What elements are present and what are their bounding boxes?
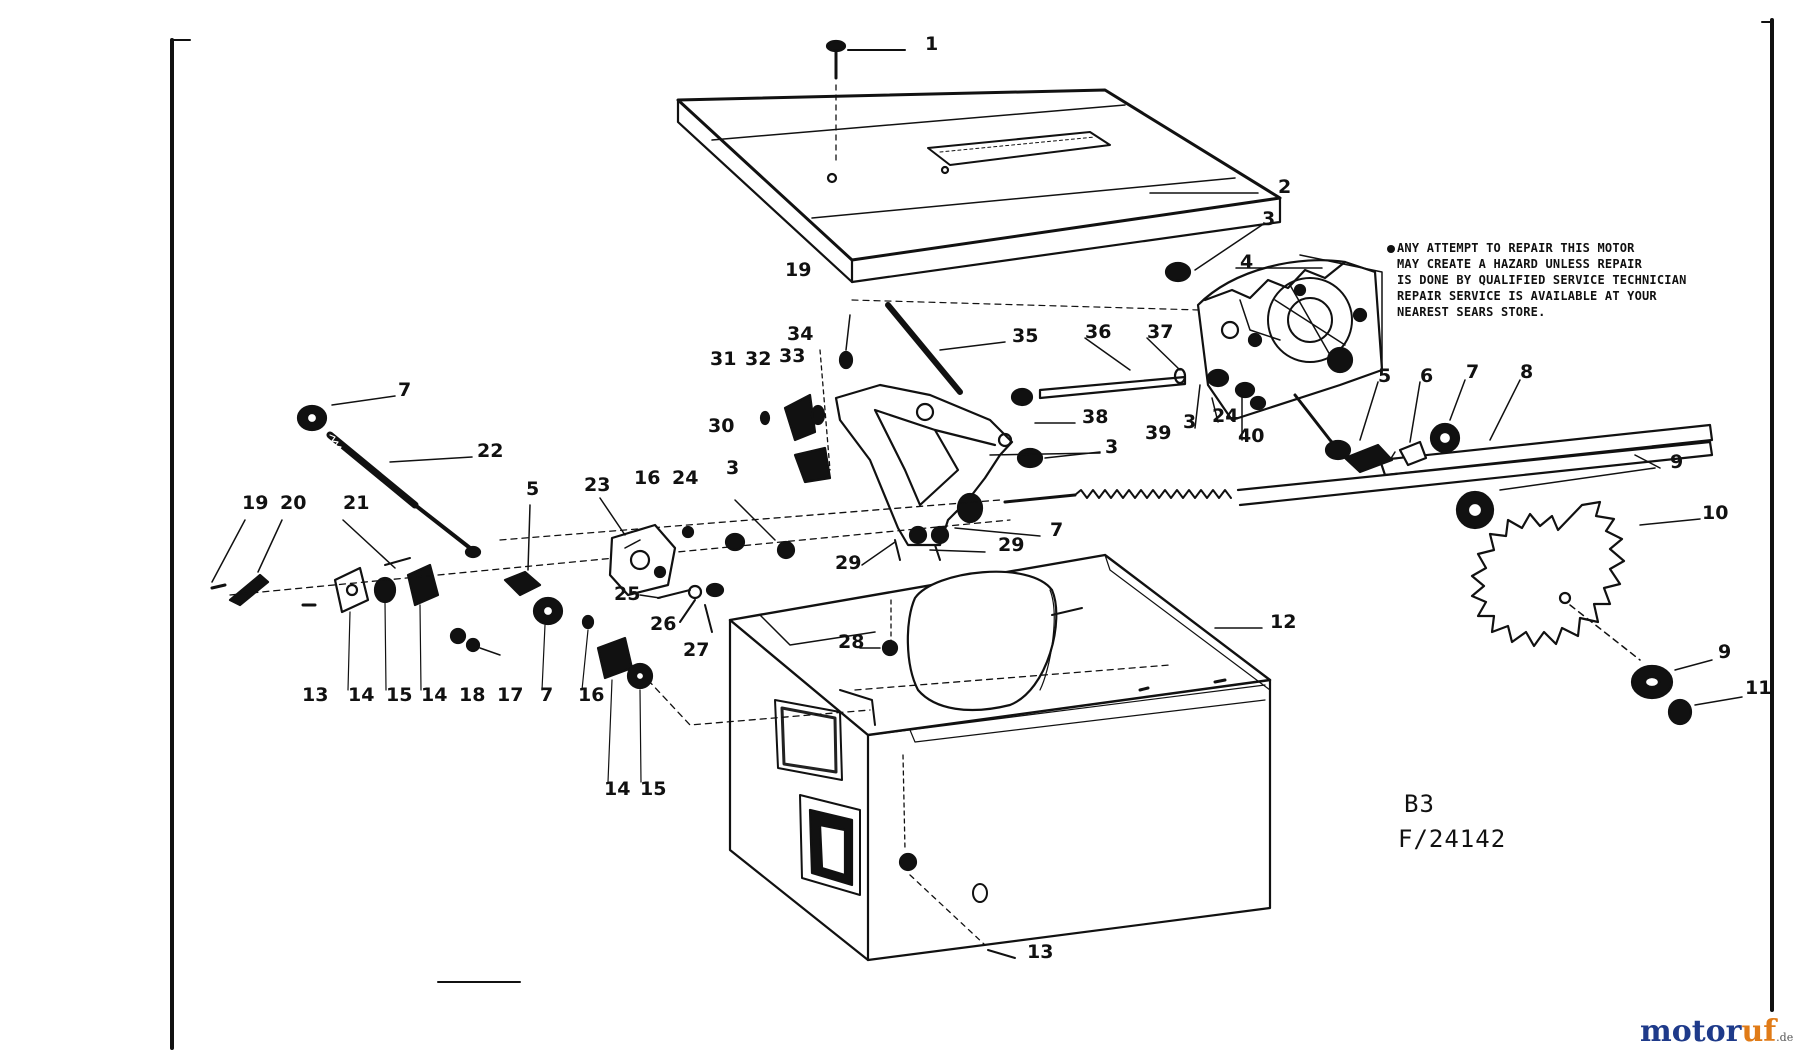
part-callout-39: 39 bbox=[1145, 422, 1171, 444]
part-callout-38: 38 bbox=[1082, 406, 1108, 428]
part-callout-29: 29 bbox=[998, 534, 1024, 556]
part-callout-8: 8 bbox=[1520, 361, 1533, 383]
part-callout-29: 29 bbox=[835, 552, 861, 574]
part-callout-33: 33 bbox=[779, 345, 805, 367]
part-callout-20: 20 bbox=[280, 492, 306, 514]
part-callout-35: 35 bbox=[1012, 325, 1038, 347]
part-callout-7: 7 bbox=[1466, 361, 1479, 383]
part-callout-7: 7 bbox=[540, 684, 553, 706]
part-callout-37: 37 bbox=[1147, 321, 1173, 343]
motor-repair-warning: Any attempt to repair this motor may cre… bbox=[1397, 240, 1757, 320]
part-callout-5: 5 bbox=[1378, 365, 1391, 387]
part-callout-16: 16 bbox=[634, 467, 660, 489]
saw-blade-part-10 bbox=[1470, 500, 1701, 661]
part-callout-2: 2 bbox=[1278, 176, 1291, 198]
part-callout-40: 40 bbox=[1238, 425, 1264, 447]
watermark-logo: motoruf.de bbox=[1640, 1014, 1793, 1049]
part-callout-1: 1 bbox=[925, 33, 938, 55]
part-callout-13: 13 bbox=[302, 684, 328, 706]
part-callout-3: 3 bbox=[1183, 411, 1196, 433]
watermark-main: motor bbox=[1640, 1014, 1742, 1049]
part-callout-14: 14 bbox=[421, 684, 447, 706]
part-callout-27: 27 bbox=[683, 639, 709, 661]
part-callout-19: 19 bbox=[785, 259, 811, 281]
part-callout-9: 9 bbox=[1718, 641, 1731, 663]
part-callout-14: 14 bbox=[604, 778, 630, 800]
motor-assembly bbox=[1196, 254, 1384, 462]
shaft-parts-36-38 bbox=[1010, 337, 1187, 424]
part-callout-6: 6 bbox=[1420, 365, 1433, 387]
figure-code: F/24142 bbox=[1398, 825, 1507, 853]
part-callout-34: 34 bbox=[787, 323, 813, 345]
threaded-rod-part-22 bbox=[326, 431, 482, 559]
part-callout-3: 3 bbox=[1105, 436, 1118, 458]
part-callout-15: 15 bbox=[640, 778, 666, 800]
watermark-accent: uf bbox=[1741, 1014, 1777, 1049]
part-callout-7: 7 bbox=[398, 379, 411, 401]
part-callout-25: 25 bbox=[614, 583, 640, 605]
warning-line: is done by qualified service technician bbox=[1397, 273, 1687, 287]
part-callout-30: 30 bbox=[708, 415, 734, 437]
part-callout-23: 23 bbox=[584, 474, 610, 496]
part-callout-3: 3 bbox=[1262, 208, 1275, 230]
part-callout-31: 31 bbox=[710, 348, 736, 370]
reference-code: B3 bbox=[1404, 790, 1435, 818]
part-callout-4: 4 bbox=[1240, 251, 1253, 273]
part-callout-36: 36 bbox=[1085, 321, 1111, 343]
warning-line: Any attempt to repair this motor bbox=[1397, 241, 1635, 255]
part-callout-28: 28 bbox=[838, 631, 864, 653]
part-callout-16: 16 bbox=[578, 684, 604, 706]
part-callout-11: 11 bbox=[1745, 677, 1771, 699]
part-callout-19: 19 bbox=[242, 492, 268, 514]
part-callout-21: 21 bbox=[343, 492, 369, 514]
bracket-part-23 bbox=[599, 497, 677, 597]
part-callout-17: 17 bbox=[497, 684, 523, 706]
part-callout-10: 10 bbox=[1702, 502, 1728, 524]
warning-line: repair service is available at your bbox=[1397, 289, 1657, 303]
part-callout-18: 18 bbox=[459, 684, 485, 706]
part-callout-22: 22 bbox=[477, 440, 503, 462]
part-callout-24: 24 bbox=[672, 467, 698, 489]
watermark-tld: .de bbox=[1776, 1031, 1794, 1044]
part-callout-3: 3 bbox=[726, 457, 739, 479]
part-callout-14: 14 bbox=[348, 684, 374, 706]
part-callout-5: 5 bbox=[526, 478, 539, 500]
part-callout-12: 12 bbox=[1270, 611, 1296, 633]
part-callout-13: 13 bbox=[1027, 941, 1053, 963]
warning-bullet-icon bbox=[1387, 245, 1395, 253]
warning-line: may create a hazard unless repair bbox=[1397, 257, 1643, 271]
warning-line: nearest Sears store. bbox=[1397, 305, 1546, 319]
part-callout-7: 7 bbox=[1050, 519, 1063, 541]
trunnion-bracket bbox=[834, 383, 1014, 561]
base-cabinet-part-12 bbox=[728, 553, 1272, 962]
part-callout-26: 26 bbox=[650, 613, 676, 635]
table-top bbox=[676, 88, 1282, 284]
screw-part-1 bbox=[825, 39, 906, 166]
part-callout-9: 9 bbox=[1670, 451, 1683, 473]
part-callout-15: 15 bbox=[386, 684, 412, 706]
part-callout-24: 24 bbox=[1212, 405, 1238, 427]
part-callout-32: 32 bbox=[745, 348, 771, 370]
